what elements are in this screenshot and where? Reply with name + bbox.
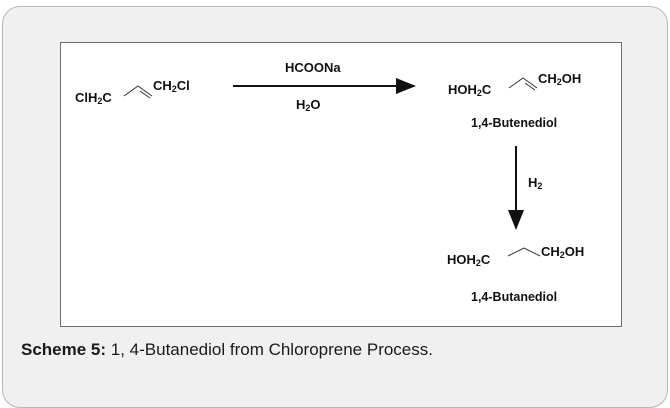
product-name: 1,4-Butanediol <box>471 290 558 304</box>
reactant-double-bond <box>123 85 153 99</box>
product-left-group: HOH2C <box>447 252 491 268</box>
step1-solvent: H2O <box>296 97 321 113</box>
intermediate-right-group: CH2OH <box>538 71 582 87</box>
reactant-left-group: ClH2C <box>75 90 112 106</box>
scheme-frame <box>60 42 622 327</box>
step1-reagent: HCOONa <box>285 60 341 75</box>
scheme-graphics <box>123 77 541 257</box>
figure-caption: Scheme 5: 1, 4-Butanediol from Chloropre… <box>21 340 433 360</box>
intermediate-left-group: HOH2C <box>448 82 492 98</box>
product-right-group: CH2OH <box>541 244 585 260</box>
caption-label: Scheme 5: <box>21 340 107 359</box>
caption-text: 1, 4-Butanediol from Chloroprene Process… <box>106 340 433 359</box>
reactant-right-group: CH2Cl <box>153 78 190 94</box>
intermediate-double-bond <box>508 77 538 91</box>
step2-reagent: H2 <box>528 175 543 191</box>
product-chain-bonds <box>507 247 541 257</box>
intermediate-name: 1,4-Butenediol <box>471 116 558 130</box>
